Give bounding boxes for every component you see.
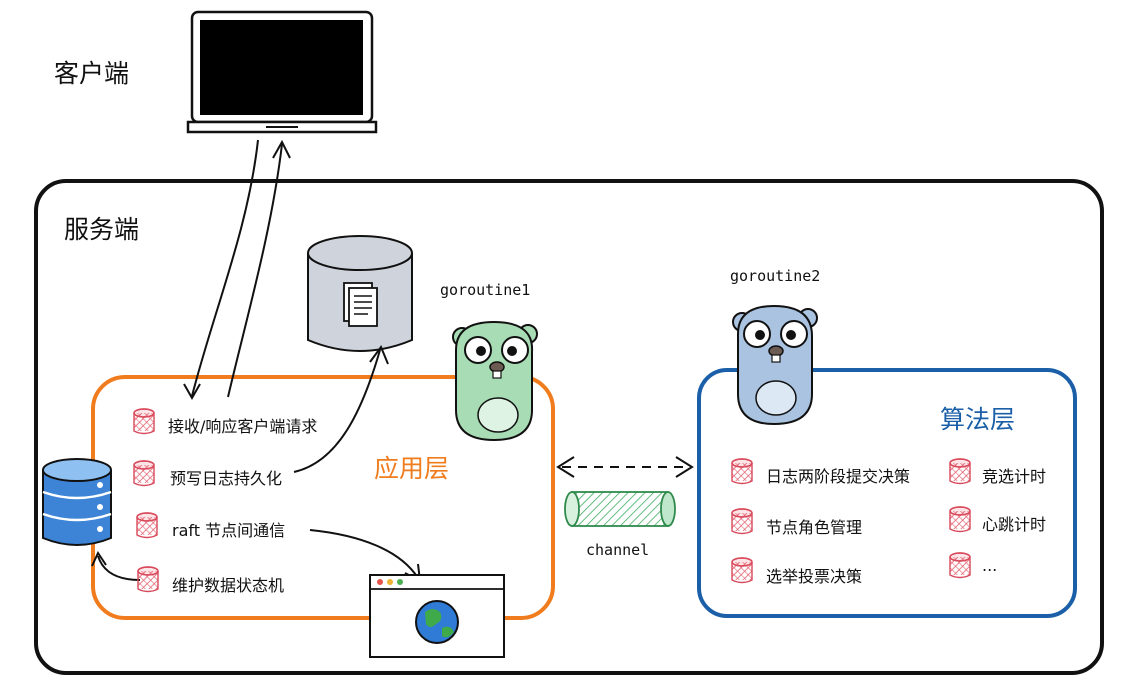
app-layer-title: 应用层 xyxy=(374,454,450,483)
channel-label: channel xyxy=(586,541,650,559)
browser-window-icon xyxy=(369,574,505,658)
algo-item-label: 日志两阶段提交决策 xyxy=(766,467,911,486)
gopher-blue-icon xyxy=(732,304,818,426)
algo-item-label: 竞选计时 xyxy=(982,467,1047,486)
goroutine1-label: goroutine1 xyxy=(440,281,531,299)
algo-bullet-icon xyxy=(949,552,971,579)
channel-arrow xyxy=(556,456,694,478)
storage-cylinder-icon xyxy=(307,235,413,352)
app-bullet-icon xyxy=(133,460,155,487)
app-item-label: 预写日志持久化 xyxy=(170,469,283,488)
app-bullet-icon xyxy=(136,512,158,539)
server-label: 服务端 xyxy=(64,215,140,244)
goroutine2-label: goroutine2 xyxy=(730,267,821,285)
algo-layer-title: 算法层 xyxy=(940,405,1016,434)
algo-bullet-icon xyxy=(731,508,753,535)
gopher-green-icon xyxy=(452,320,538,442)
algo-layer-box xyxy=(697,368,1077,618)
algo-item-label: 节点角色管理 xyxy=(766,518,863,537)
app-item-label: raft 节点间通信 xyxy=(172,521,286,540)
algo-bullet-icon xyxy=(731,557,753,584)
client-label: 客户端 xyxy=(54,59,130,88)
app-bullet-icon xyxy=(133,408,155,435)
wal-arrow xyxy=(293,349,381,473)
laptop-icon xyxy=(186,10,378,134)
algo-item-label: 选举投票决策 xyxy=(766,567,863,586)
server-boundary xyxy=(34,179,1104,675)
channel-pipe-icon xyxy=(564,491,676,527)
algo-bullet-icon xyxy=(949,458,971,485)
raft-network-arrow xyxy=(309,529,419,579)
algo-bullet-icon xyxy=(731,458,753,485)
client-request-arrows xyxy=(183,139,291,401)
algo-item-label: 心跳计时 xyxy=(982,515,1047,534)
app-item-label: 接收/响应客户端请求 xyxy=(168,417,318,436)
algo-item-label: ... xyxy=(982,556,998,575)
database-stack-icon xyxy=(42,458,112,546)
app-item-label: 维护数据状态机 xyxy=(172,576,285,595)
state-machine-arrow xyxy=(97,555,141,581)
globe-icon xyxy=(415,600,459,644)
algo-bullet-icon xyxy=(949,506,971,533)
app-bullet-icon xyxy=(137,566,159,593)
document-icon xyxy=(343,282,378,327)
